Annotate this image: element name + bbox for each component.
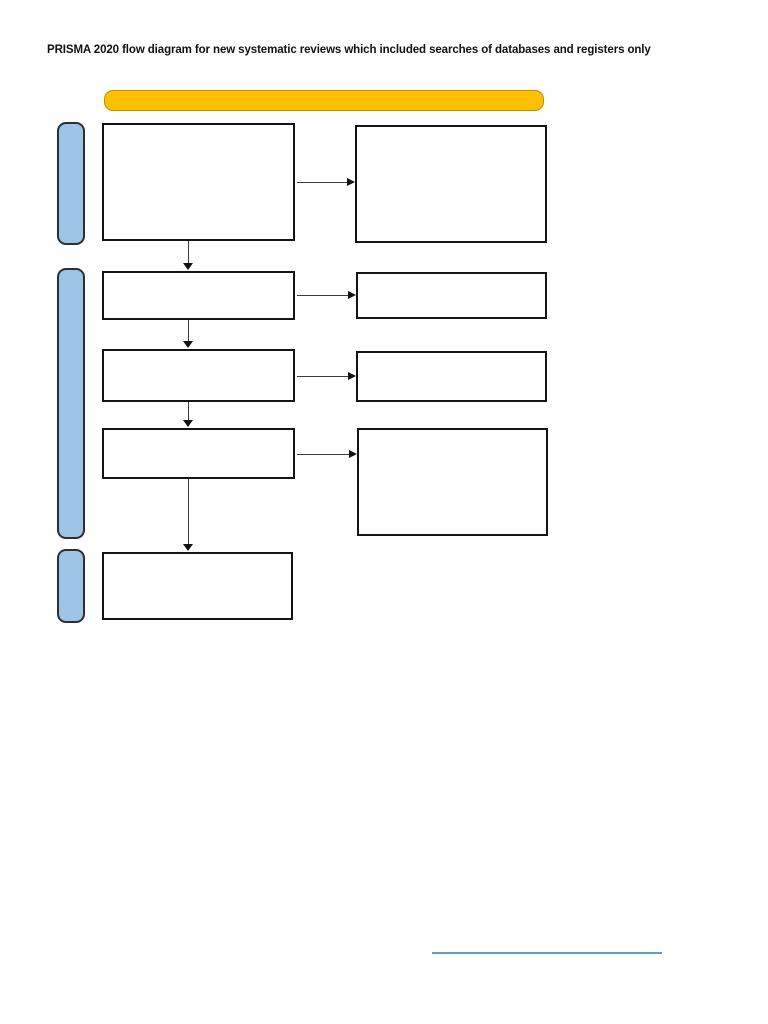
arrow-shaft [188,402,189,421]
arrow-shaft [297,454,350,455]
arrow-head-right-icon [348,291,356,299]
arrow-shaft [297,295,349,296]
arrow-right-row2 [297,291,356,300]
arrow-shaft [188,479,189,545]
arrow-right-row3 [297,372,356,381]
footer-divider-line [432,952,662,954]
box-records-removed-before-screening [355,125,547,243]
arrow-down-row2-row3 [183,320,194,348]
box-reports-sought [102,349,295,402]
arrow-head-right-icon [348,372,356,380]
arrow-right-row1 [297,178,355,187]
arrow-shaft [188,320,189,342]
box-reports-excluded [357,428,548,536]
box-reports-not-retrieved [356,351,547,402]
page-title: PRISMA 2020 flow diagram for new systema… [47,44,651,56]
arrow-right-row4 [297,450,357,459]
arrow-head-down-icon [183,263,193,270]
header-banner [104,90,544,111]
phase-bar-included [57,549,85,623]
arrow-head-right-icon [347,178,355,186]
box-records-screened [102,271,295,320]
arrow-head-down-icon [183,341,193,348]
arrow-down-row4-included [183,479,194,551]
phase-bar-identification [57,122,85,245]
arrow-head-right-icon [349,450,357,458]
box-records-excluded [356,272,547,319]
arrow-shaft [297,376,349,377]
arrow-shaft [188,241,189,264]
box-records-identified [102,123,295,241]
arrow-head-down-icon [183,420,193,427]
phase-bar-screening [57,268,85,539]
box-studies-included [102,552,293,620]
arrow-shaft [297,182,348,183]
arrow-down-row1-row2 [183,241,194,270]
box-reports-assessed [102,428,295,479]
arrow-down-row3-row4 [183,402,194,427]
arrow-head-down-icon [183,544,193,551]
